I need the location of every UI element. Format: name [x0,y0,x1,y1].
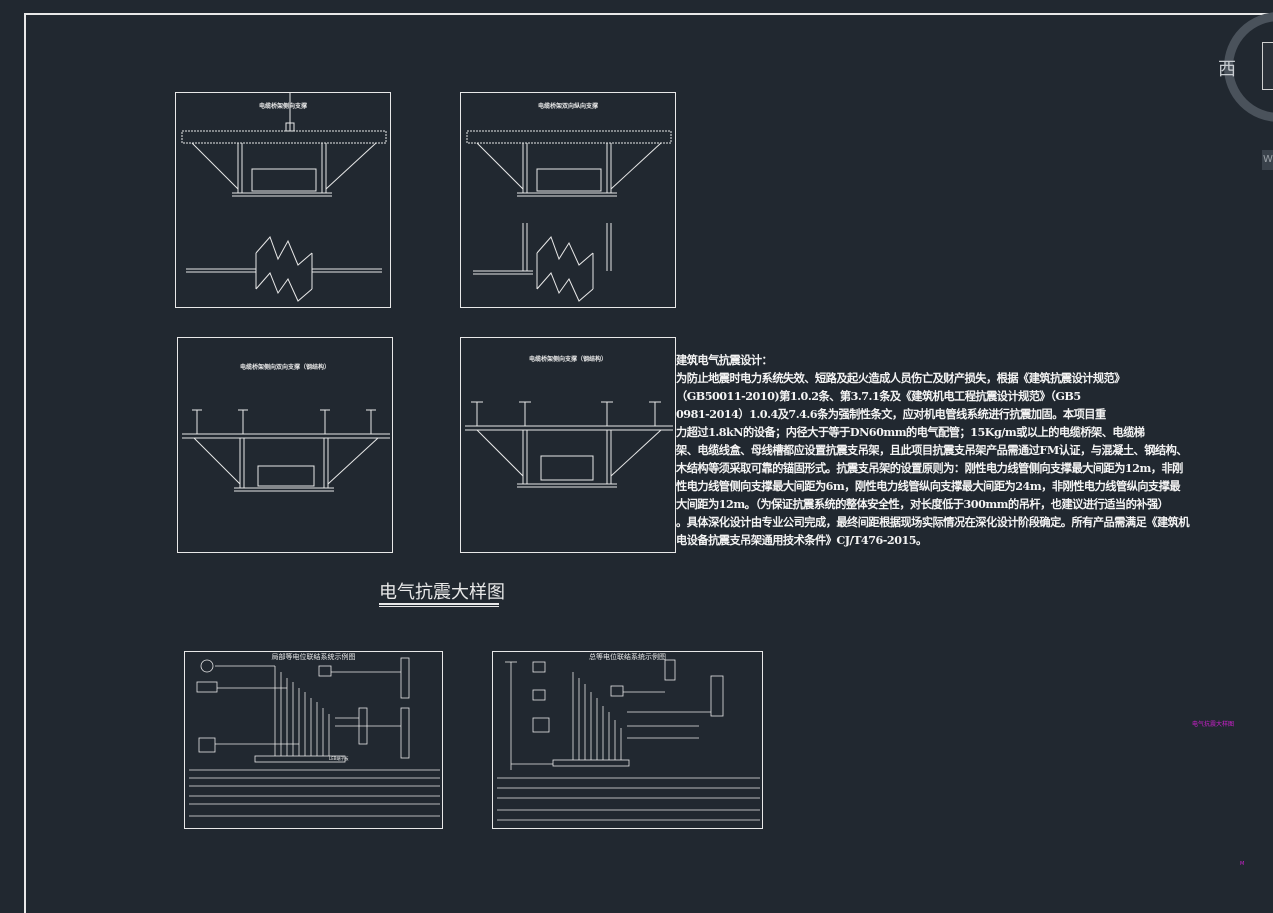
design-notes: 建筑电气抗震设计： 为防止地震时电力系统失效、短路及起火造成人员伤亡及财产损失，… [676,351,1190,549]
notes-line: 性电力线管侧向支撑最大间距为6m，刚性电力线管纵向支撑最大间距为24m，非刚性电… [676,479,1181,493]
title-underline [379,606,499,607]
layout-label: 电气抗震大样图 [1192,721,1235,728]
drawing-title: 电气抗震大样图 [379,582,505,603]
bonding-panel-title: 总等电位联结系统示例图 [589,653,666,661]
brace-drawing [466,130,672,302]
detail-panel-4: 电缆桥架侧向支撑（钢结构） [460,337,676,553]
brace-drawing [465,401,673,488]
bonding-panel-main: 总等电位联结系统示例图 [492,651,763,829]
notes-line: 电设备抗震支吊架通用技术条件》CJ/T476-2015。 [676,533,927,547]
detail-panel-title: 电缆桥架双向纵向支撑 [537,103,598,110]
bonding-diagram [497,659,760,821]
notes-line: 架、电缆线盒、母线槽都应设置抗震支吊架，且此项目抗震支吊架产品需通过FM认证，与… [676,443,1187,457]
notes-line: 木结构等须采取可靠的锚固形式。抗震支吊架的设置原则为：刚性电力线管侧向支撑最大间… [676,461,1183,475]
detail-panel-1: 电缆桥架侧向支撑 [175,92,391,308]
viewcube-face[interactable] [1262,42,1273,90]
title-underline [379,603,499,605]
detail-panel-2: 电缆桥架双向纵向支撑 [460,92,676,308]
brace-drawing [182,409,390,492]
bonding-panel-local: 局部等电位联结系统示例图 LEB端子板 [184,651,443,829]
wcs-tab[interactable]: W [1262,150,1273,170]
brace-drawing [181,93,387,302]
detail-panel-title: 电缆桥架侧向支撑（钢结构） [528,356,607,363]
drawing-frame [24,13,1273,913]
bonding-panel-title: 局部等电位联结系统示例图 [271,653,356,661]
detail-panel-title: 电缆桥架侧向双向支撑（钢结构） [239,364,330,371]
detail-panel-title: 电缆桥架侧向支撑 [258,103,307,110]
notes-line: 大间距为12m。（为保证抗震系统的整体安全性，对长度低于300mm的吊杆，也建议… [676,497,1169,511]
corner-mark: M [1240,861,1245,867]
notes-heading: 建筑电气抗震设计： [676,353,773,367]
notes-line: （GB50011-2010)第1.0.2条、第3.7.1条及《建筑机电工程抗震设… [676,389,1081,403]
leb-bar-label: LEB端子板 [329,756,349,761]
detail-panel-3: 电缆桥架侧向双向支撑（钢结构） [177,337,393,553]
bonding-diagram [189,657,440,817]
notes-line: 为防止地震时电力系统失效、短路及起火造成人员伤亡及财产损失，根据《建筑抗震设计规… [676,371,1125,385]
notes-line: 。具体深化设计由专业公司完成，最终间距根据现场实际情况在深化设计阶段确定。所有产… [676,515,1190,529]
notes-line: 0981-2014）1.0.4及7.4.6条为强制性条文，应对机电管线系统进行抗… [676,407,1106,421]
notes-line: 力超过1.8kN的设备；内径大于等于DN60mm的电气配管；15Kg/m或以上的… [676,425,1145,439]
compass-west-label[interactable]: 西 [1218,59,1236,80]
